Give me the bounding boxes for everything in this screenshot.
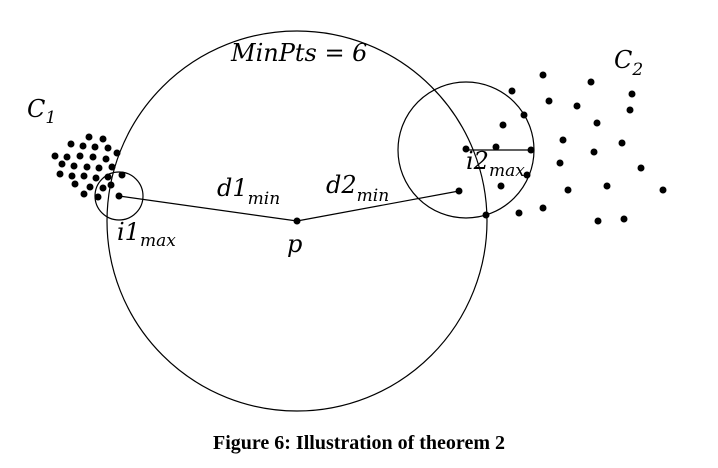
c1-point — [56, 170, 64, 178]
c1-point — [71, 180, 79, 188]
c2-point — [523, 171, 531, 179]
c2-point — [455, 187, 463, 195]
c2-point — [520, 111, 528, 119]
c2-point — [587, 78, 595, 86]
c1-point — [89, 153, 97, 161]
c1-point — [102, 155, 110, 163]
c1-point — [99, 184, 107, 192]
c1-point — [113, 149, 121, 157]
big-circle — [106, 30, 488, 412]
c2-point — [659, 186, 667, 194]
line-d1 — [118, 195, 298, 222]
c1-point — [51, 152, 59, 160]
c2-point — [628, 90, 636, 98]
c1-point — [63, 153, 71, 161]
c2-point — [508, 87, 516, 95]
c2-point — [539, 71, 547, 79]
theorem-diagram: MinPts = 6 C1 C2 d1min d2min i1max i2max… — [27, 30, 667, 412]
d2-min-label: d2min — [326, 171, 389, 206]
c1-point — [80, 172, 88, 180]
c2-point — [539, 204, 547, 212]
c2-point — [497, 182, 505, 190]
c2-point — [492, 143, 500, 151]
c2-point — [637, 164, 645, 172]
c1-point — [104, 173, 112, 181]
line-d2 — [296, 190, 460, 222]
c1-point — [115, 192, 123, 200]
c2-point — [590, 148, 598, 156]
c2-point — [545, 97, 553, 105]
c1-point — [107, 181, 115, 189]
minpts-label: MinPts = 6 — [230, 39, 367, 67]
d1-min-label: d1min — [217, 174, 280, 209]
point-p — [293, 217, 301, 225]
c1-point — [67, 140, 75, 148]
c1-point — [80, 190, 88, 198]
c1-point — [83, 163, 91, 171]
c2-point — [626, 106, 634, 114]
p-label: p — [287, 230, 302, 258]
c2-label: C2 — [614, 46, 643, 80]
cluster-c1-points — [51, 133, 126, 201]
c1-point — [118, 171, 126, 179]
i1-max-label: i1max — [117, 218, 176, 251]
c1-point — [86, 183, 94, 191]
c2-point — [594, 217, 602, 225]
c1-point — [76, 152, 84, 160]
c1-point — [91, 143, 99, 151]
c1-point — [68, 172, 76, 180]
i2-max-label: i2max — [466, 147, 525, 181]
c1-point — [79, 142, 87, 150]
c2-point — [620, 215, 628, 223]
c2-point — [499, 121, 507, 129]
c1-point — [70, 162, 78, 170]
c2-point — [593, 119, 601, 127]
c1-label: C1 — [27, 95, 56, 128]
c2-point — [564, 186, 572, 194]
figure-caption: Figure 6: Illustration of theorem 2 — [212, 432, 505, 454]
c1-point — [95, 164, 103, 172]
c1-point — [108, 163, 116, 171]
c2-point — [556, 159, 564, 167]
c2-point — [482, 211, 490, 219]
c2-point — [515, 209, 523, 217]
c2-point — [573, 102, 581, 110]
c2-point — [462, 145, 470, 153]
c2-point — [559, 136, 567, 144]
c2-point — [618, 139, 626, 147]
c2-point — [603, 182, 611, 190]
c2-point — [527, 146, 535, 154]
c1-point — [94, 193, 102, 201]
c1-point — [99, 135, 107, 143]
c1-point — [58, 160, 66, 168]
c1-point — [85, 133, 93, 141]
cluster-c2-points — [455, 71, 667, 225]
c1-point — [92, 174, 100, 182]
c1-point — [104, 144, 112, 152]
